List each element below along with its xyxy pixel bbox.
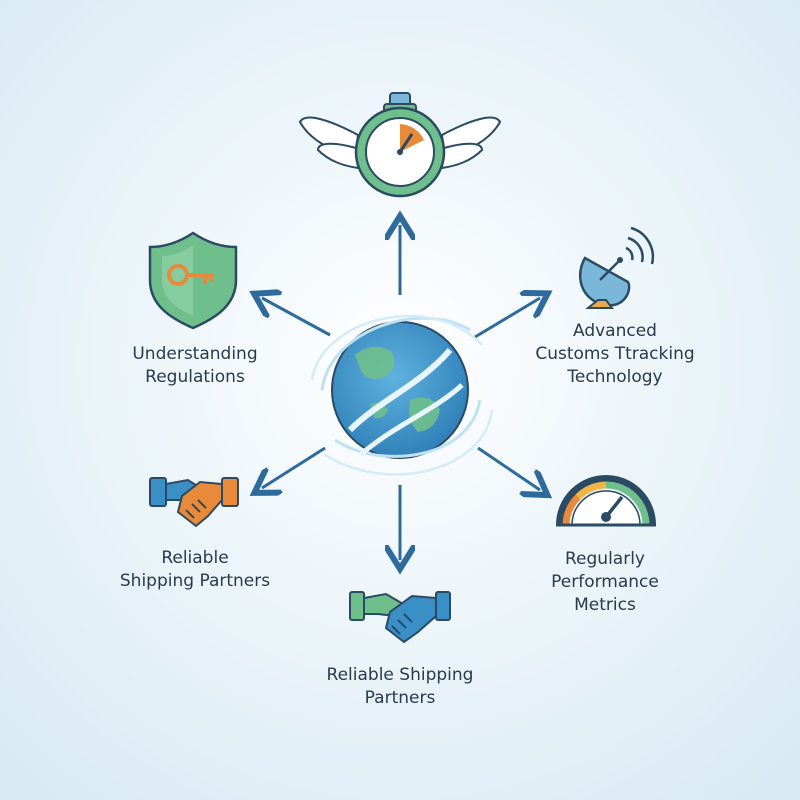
label-line: Technology — [567, 367, 663, 387]
label-line: Regularly — [565, 549, 645, 569]
winged-stopwatch-icon — [298, 92, 502, 198]
arrow-to-upper-left — [262, 298, 331, 337]
handshake-icon-lower-left — [149, 477, 239, 528]
label-line: Shipping Partners — [119, 571, 271, 591]
label-reliable-shipping-partners-bottom: Reliable Shipping Partners — [305, 664, 495, 710]
label-line: Understanding — [132, 344, 258, 364]
globe-icon — [310, 314, 494, 476]
satellite-dish-icon — [578, 226, 655, 309]
arrow-to-lower-left — [262, 446, 326, 488]
shield-key-icon — [148, 231, 238, 330]
label-line: Metrics — [574, 595, 636, 615]
label-reliable-shipping-partners-left: Reliable Shipping Partners — [100, 547, 290, 593]
label-advanced-customs-tracking: Advanced Customs Ttracking Technology — [515, 320, 715, 389]
label-line: Customs Ttracking — [535, 344, 695, 364]
label-line: Performance — [551, 572, 659, 592]
label-line: Regulations — [145, 367, 245, 387]
label-line: Reliable Shipping — [326, 665, 474, 685]
arrow-to-lower-right — [477, 446, 540, 490]
label-line: Partners — [364, 688, 436, 708]
label-line: Advanced — [573, 321, 657, 341]
arrow-to-upper-right — [474, 298, 540, 339]
label-understanding-regulations: Understanding Regulations — [110, 343, 280, 389]
label-line: Reliable — [161, 548, 229, 568]
handshake-icon-bottom — [349, 591, 451, 644]
speedometer-gauge-icon — [556, 475, 656, 527]
label-regularly-performance-metrics: Regularly Performance Metrics — [515, 548, 695, 617]
